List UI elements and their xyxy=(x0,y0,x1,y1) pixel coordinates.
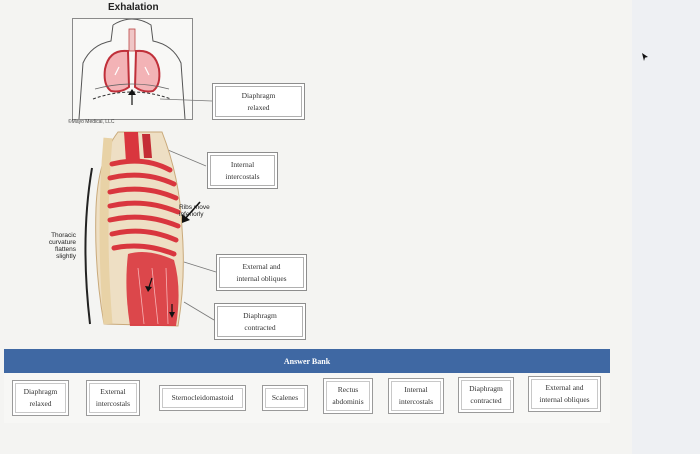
mouse-cursor-icon xyxy=(641,52,649,62)
placed-answer-internal-intercostals[interactable]: Internal intercostals xyxy=(210,155,275,186)
side-pane xyxy=(632,0,700,454)
answer-chip-label: Diaphragm relaxed xyxy=(15,383,66,413)
answer-chip-label: Internal intercostals xyxy=(391,381,441,411)
answer-chip-internal-intercostals[interactable]: Internal intercostals xyxy=(388,378,444,414)
drop-zone-4[interactable]: Diaphragm contracted xyxy=(214,303,306,340)
torso-muscle-illustration xyxy=(78,128,208,334)
answer-chip-label: Rectus abdominis xyxy=(326,381,370,411)
thoracic-curvature-label: Thoracic curvature flattens slightly xyxy=(30,232,76,260)
answer-chip-label: Scalenes xyxy=(265,388,305,408)
answer-chip-label: Sternocleidomastoid xyxy=(162,388,243,408)
answer-chip-label: External intercostals xyxy=(89,383,137,413)
ribs-move-label: Ribs move inferiorly xyxy=(179,204,210,218)
placed-answer-external-internal-obliques[interactable]: External and internal obliques xyxy=(219,257,304,288)
answer-chip-diaphragm-relaxed[interactable]: Diaphragm relaxed xyxy=(12,380,69,416)
answer-chip-label: Diaphragm contracted xyxy=(461,380,511,410)
answer-bank-header: Answer Bank xyxy=(4,349,610,373)
placed-answer-diaphragm-relaxed[interactable]: Diaphragm relaxed xyxy=(215,86,302,117)
answer-chip-diaphragm-contracted[interactable]: Diaphragm contracted xyxy=(458,377,514,413)
drop-zone-2[interactable]: Internal intercostals xyxy=(207,152,278,189)
drop-zone-3[interactable]: External and internal obliques xyxy=(216,254,307,291)
answer-chip-scalenes[interactable]: Scalenes xyxy=(262,385,308,411)
answer-chip-sternocleidomastoid[interactable]: Sternocleidomastoid xyxy=(159,385,246,411)
answer-chip-rectus-abdominis[interactable]: Rectus abdominis xyxy=(323,378,373,414)
drop-zone-1[interactable]: Diaphragm relaxed xyxy=(212,83,305,120)
answer-chip-external-internal-obliques[interactable]: External and internal obliques xyxy=(528,376,601,412)
answer-chip-external-intercostals[interactable]: External intercostals xyxy=(86,380,140,416)
answer-chip-label: External and internal obliques xyxy=(531,379,598,409)
placed-answer-diaphragm-contracted[interactable]: Diaphragm contracted xyxy=(217,306,303,337)
